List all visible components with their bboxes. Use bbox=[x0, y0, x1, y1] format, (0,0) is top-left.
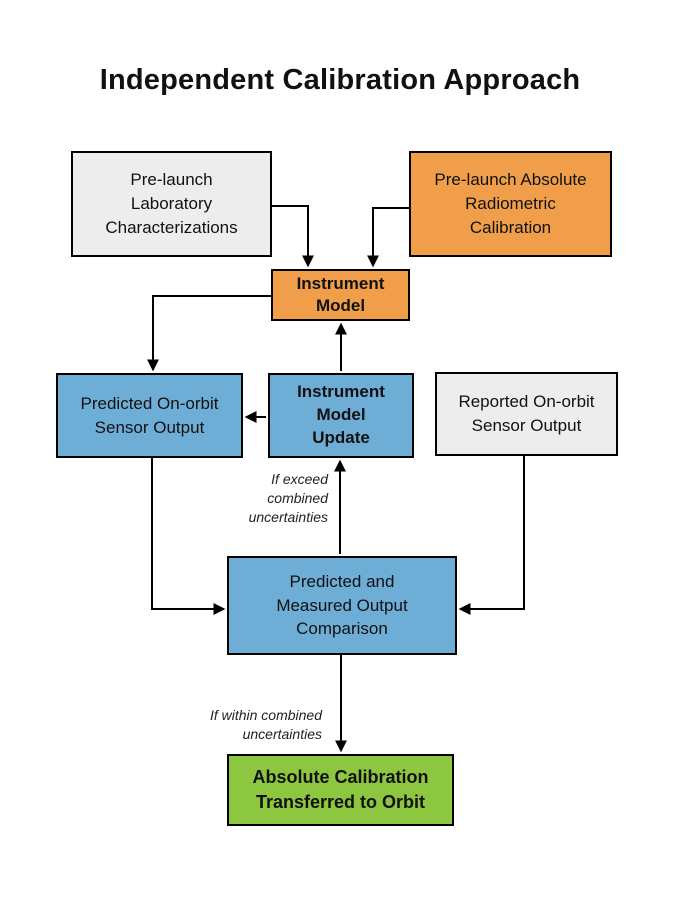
arrow-reported-output-to-comparison bbox=[458, 456, 525, 615]
node-label: Instrument Model Update bbox=[297, 382, 385, 447]
node-absolute-calibration-transferred-to-orbit: Absolute Calibration Transferred to Orbi… bbox=[227, 754, 454, 826]
node-label: Instrument Model bbox=[296, 273, 385, 315]
node-instrument-model: Instrument Model bbox=[271, 269, 410, 321]
arrow-absolute-cal-to-instrument-model bbox=[367, 207, 409, 268]
node-label: Pre-launch Laboratory Characterizations bbox=[105, 170, 238, 237]
node-label: Pre-launch Absolute Radiometric Calibrat… bbox=[434, 170, 587, 237]
node-label: Reported On-orbit Sensor Output bbox=[458, 392, 595, 435]
node-label: Predicted On-orbit Sensor Output bbox=[80, 393, 219, 437]
node-prelaunch-absolute-radiometric-calibration: Pre-launch Absolute Radiometric Calibrat… bbox=[409, 151, 612, 257]
node-label: Predicted and Measured Output Comparison bbox=[276, 571, 408, 639]
arrow-predicted-output-to-comparison bbox=[151, 458, 226, 615]
node-predicted-and-measured-output-comparison: Predicted and Measured Output Comparison bbox=[227, 556, 457, 655]
node-reported-on-orbit-sensor-output: Reported On-orbit Sensor Output bbox=[435, 372, 618, 456]
node-predicted-on-orbit-sensor-output: Predicted On-orbit Sensor Output bbox=[56, 373, 243, 458]
edge-label-if-exceed-combined-uncertainties: If exceed combined uncertainties bbox=[248, 471, 328, 525]
edge-label-if-within-combined-uncertainties: If within combined uncertainties bbox=[209, 707, 322, 742]
node-instrument-model-update: Instrument Model Update bbox=[268, 373, 414, 458]
arrow-lab-to-instrument-model bbox=[272, 205, 314, 268]
arrow-instrument-model-to-predicted-output bbox=[147, 295, 271, 372]
page-title: Independent Calibration Approach bbox=[99, 64, 581, 96]
node-label: Absolute Calibration Transferred to Orbi… bbox=[252, 766, 429, 812]
node-prelaunch-laboratory-characterizations: Pre-launch Laboratory Characterizations bbox=[71, 151, 272, 257]
